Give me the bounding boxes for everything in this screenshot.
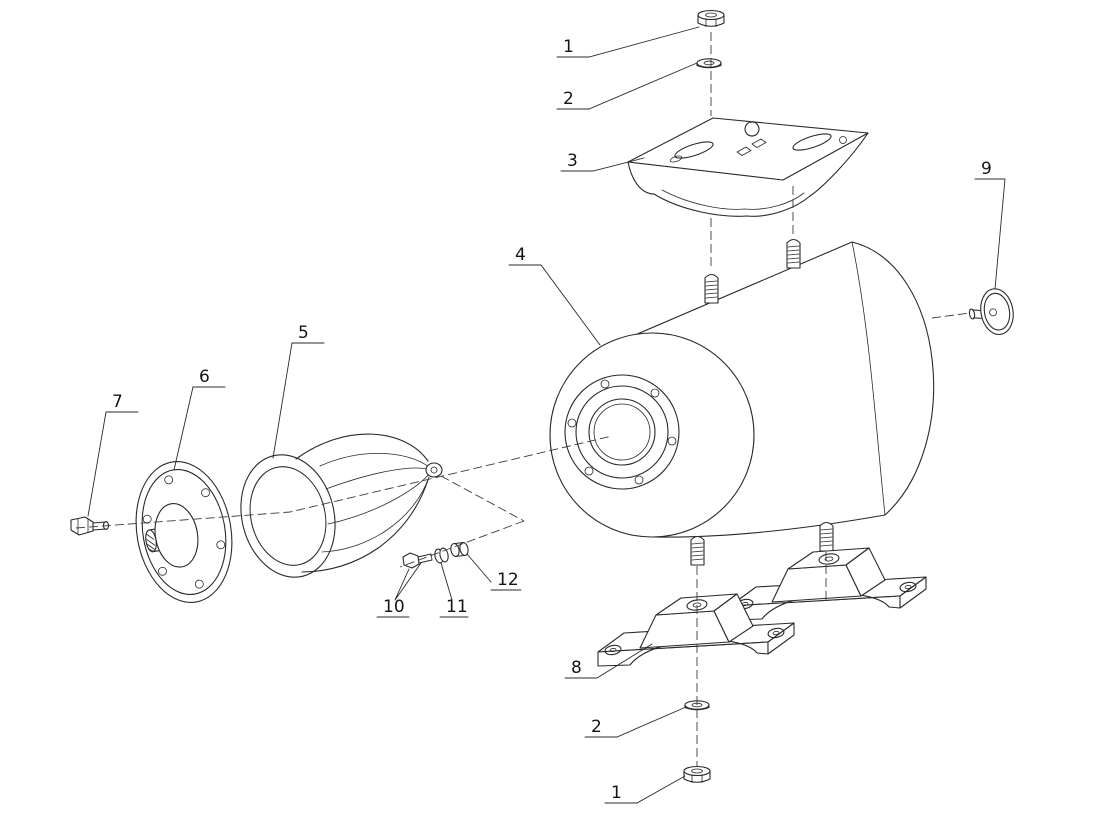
part-12-small-nut xyxy=(450,541,469,558)
stud-bottom-front xyxy=(690,535,705,566)
part-10-small-bolt xyxy=(402,552,433,569)
callout-label-2-bottom: 2 xyxy=(591,717,602,737)
leader-7 xyxy=(87,411,139,517)
tank-end-face xyxy=(549,332,755,538)
centerlines xyxy=(75,32,971,766)
bracket-slot-right xyxy=(792,133,832,151)
leader-9 xyxy=(974,178,1006,290)
bracket-slot-left xyxy=(674,141,714,159)
part-11-small-washer xyxy=(434,547,449,564)
part-7-bolt xyxy=(70,516,110,536)
stud-top-rear xyxy=(786,238,801,269)
leader-12 xyxy=(466,553,522,591)
part-2-washer-top xyxy=(696,58,722,69)
part-1-nut-top xyxy=(697,9,725,28)
part-1-nut-bottom xyxy=(683,765,711,784)
callout-label-3: 3 xyxy=(567,151,578,171)
leader-5 xyxy=(272,342,325,459)
leader-2-top xyxy=(556,62,698,110)
leader-4 xyxy=(508,264,601,346)
leader-1-bottom xyxy=(604,775,686,804)
callout-label-6: 6 xyxy=(199,367,210,387)
callout-label-11: 11 xyxy=(446,597,468,617)
callout-label-10: 10 xyxy=(383,597,405,617)
callout-label-8: 8 xyxy=(571,658,582,678)
callout-label-2-top: 2 xyxy=(563,89,574,109)
callout-label-1-bottom: 1 xyxy=(611,783,622,803)
leader-1-top xyxy=(556,26,700,58)
tank-opening xyxy=(588,398,656,466)
part-4-tank-shell xyxy=(549,238,935,566)
leader-3 xyxy=(560,157,645,172)
part-9-valve-cap xyxy=(968,288,1014,336)
part-6-flange xyxy=(135,461,233,603)
stud-bottom-rear xyxy=(819,521,834,552)
callout-label-1-top: 1 xyxy=(563,37,574,57)
callout-labels: 1 2 3 4 5 6 7 8 9 10 11 12 2 1 xyxy=(112,37,992,803)
leader-11 xyxy=(439,562,469,618)
stud-top-front xyxy=(704,273,719,304)
leader-10 xyxy=(376,562,422,618)
leader-6 xyxy=(173,386,226,471)
callout-label-12: 12 xyxy=(497,570,519,590)
callout-label-7: 7 xyxy=(112,392,123,412)
part-8-foot-rear xyxy=(729,547,927,621)
tank-flange-ring xyxy=(564,374,680,490)
callout-label-9: 9 xyxy=(981,159,992,179)
part-3-top-bracket xyxy=(627,117,869,217)
bracket-center-hole xyxy=(744,121,760,137)
leader-2-bottom xyxy=(584,706,687,738)
part-5-diaphragm xyxy=(240,433,443,578)
diaphragm-eyelet xyxy=(425,462,443,478)
callout-label-5: 5 xyxy=(298,323,309,343)
leader-8 xyxy=(564,643,653,679)
callout-label-4: 4 xyxy=(515,245,526,265)
callout-leaders xyxy=(87,26,1006,804)
